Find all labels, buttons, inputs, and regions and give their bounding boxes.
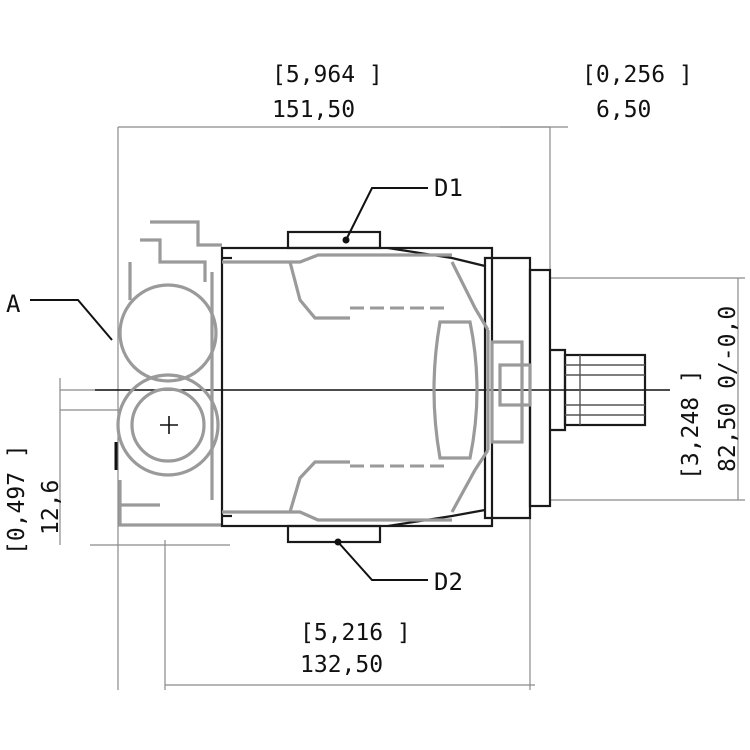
internal-passages (222, 253, 532, 522)
shaft-dia-mm: 82,50 0/-0,0 (715, 306, 741, 472)
shaft-length-in: [0,256 ] (582, 62, 693, 88)
shaft-length-mm: 6,50 (596, 97, 651, 123)
port-a-label: A (6, 290, 21, 318)
dimension-lines (59, 126, 745, 690)
overall-width-in: [5,964 ] (272, 62, 383, 88)
overall-width-mm: 151,50 (272, 97, 355, 123)
port-a-flange (114, 220, 222, 527)
port-d2-label: D2 (434, 568, 463, 596)
leader-d2 (337, 541, 428, 581)
port-d1-label: D1 (434, 174, 463, 202)
port-offset-in: [0,497 ] (4, 444, 30, 555)
shaft-dia-in: [3,248 ] (678, 369, 704, 480)
drive-shaft (550, 348, 647, 432)
mount-width-in: [5,216 ] (300, 620, 411, 646)
port-offset-mm: 12,6 (38, 480, 64, 535)
port-d1-pad (286, 230, 382, 250)
port-d2-pad (286, 524, 382, 544)
leader-d1 (345, 187, 428, 241)
mount-width-mm: 132,50 (300, 652, 383, 678)
leader-a (30, 299, 113, 341)
